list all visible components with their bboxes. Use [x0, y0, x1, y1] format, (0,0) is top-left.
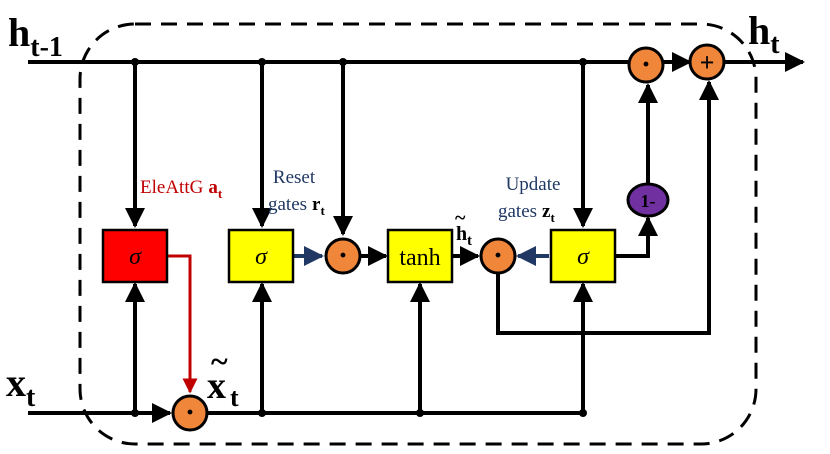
input-line	[28, 403, 587, 423]
h-tilde-label: h ~ t	[455, 207, 472, 249]
svg-text:x: x	[207, 365, 226, 407]
gate-connections	[293, 80, 719, 335]
svg-text:t: t	[230, 383, 239, 412]
reset-multiply-symbol: ·	[338, 239, 348, 272]
output-multiply-op: ·	[627, 46, 665, 84]
h-out-label: ht	[748, 8, 780, 60]
update-sigma-symbol: σ	[577, 244, 590, 270]
x-in-label: xt	[6, 360, 36, 413]
svg-text:~: ~	[455, 207, 466, 229]
reset-multiply-op: ·	[324, 237, 362, 275]
output-add-op: +	[688, 43, 726, 81]
eleattg-sigma-symbol: σ	[129, 244, 142, 270]
cell-boundary	[78, 22, 758, 446]
eleatt-to-multiply-line	[167, 254, 198, 394]
update-multiply-op: ·	[479, 237, 517, 275]
output-multiply-symbol: ·	[641, 48, 651, 81]
eleattg-sigma-gate: σ	[101, 228, 169, 284]
one-minus-op: 1-	[626, 182, 670, 218]
input-multiply-symbol: ·	[185, 396, 195, 429]
reset-sigma-gate: σ	[227, 228, 295, 284]
update-multiply-symbol: ·	[493, 239, 503, 272]
tanh-gate: tanh	[386, 228, 454, 284]
svg-text:h: h	[456, 223, 467, 245]
svg-text:~: ~	[211, 343, 228, 379]
x-to-gate-arrows	[125, 282, 593, 413]
svg-text:Reset: Reset	[273, 167, 316, 188]
h-prev-label: ht-1	[8, 10, 63, 63]
one-minus-symbol: 1-	[641, 191, 656, 211]
svg-text:t: t	[467, 233, 472, 249]
svg-text:Update: Update	[506, 174, 561, 195]
h-to-gate-arrows	[125, 62, 593, 236]
x-tilde-label: x ~ t	[207, 343, 239, 412]
update-sigma-gate: σ	[549, 228, 617, 284]
tanh-symbol: tanh	[399, 245, 440, 271]
input-attention-multiply-op: ·	[171, 394, 209, 432]
output-add-symbol: +	[700, 48, 715, 77]
reset-sigma-symbol: σ	[255, 244, 268, 270]
